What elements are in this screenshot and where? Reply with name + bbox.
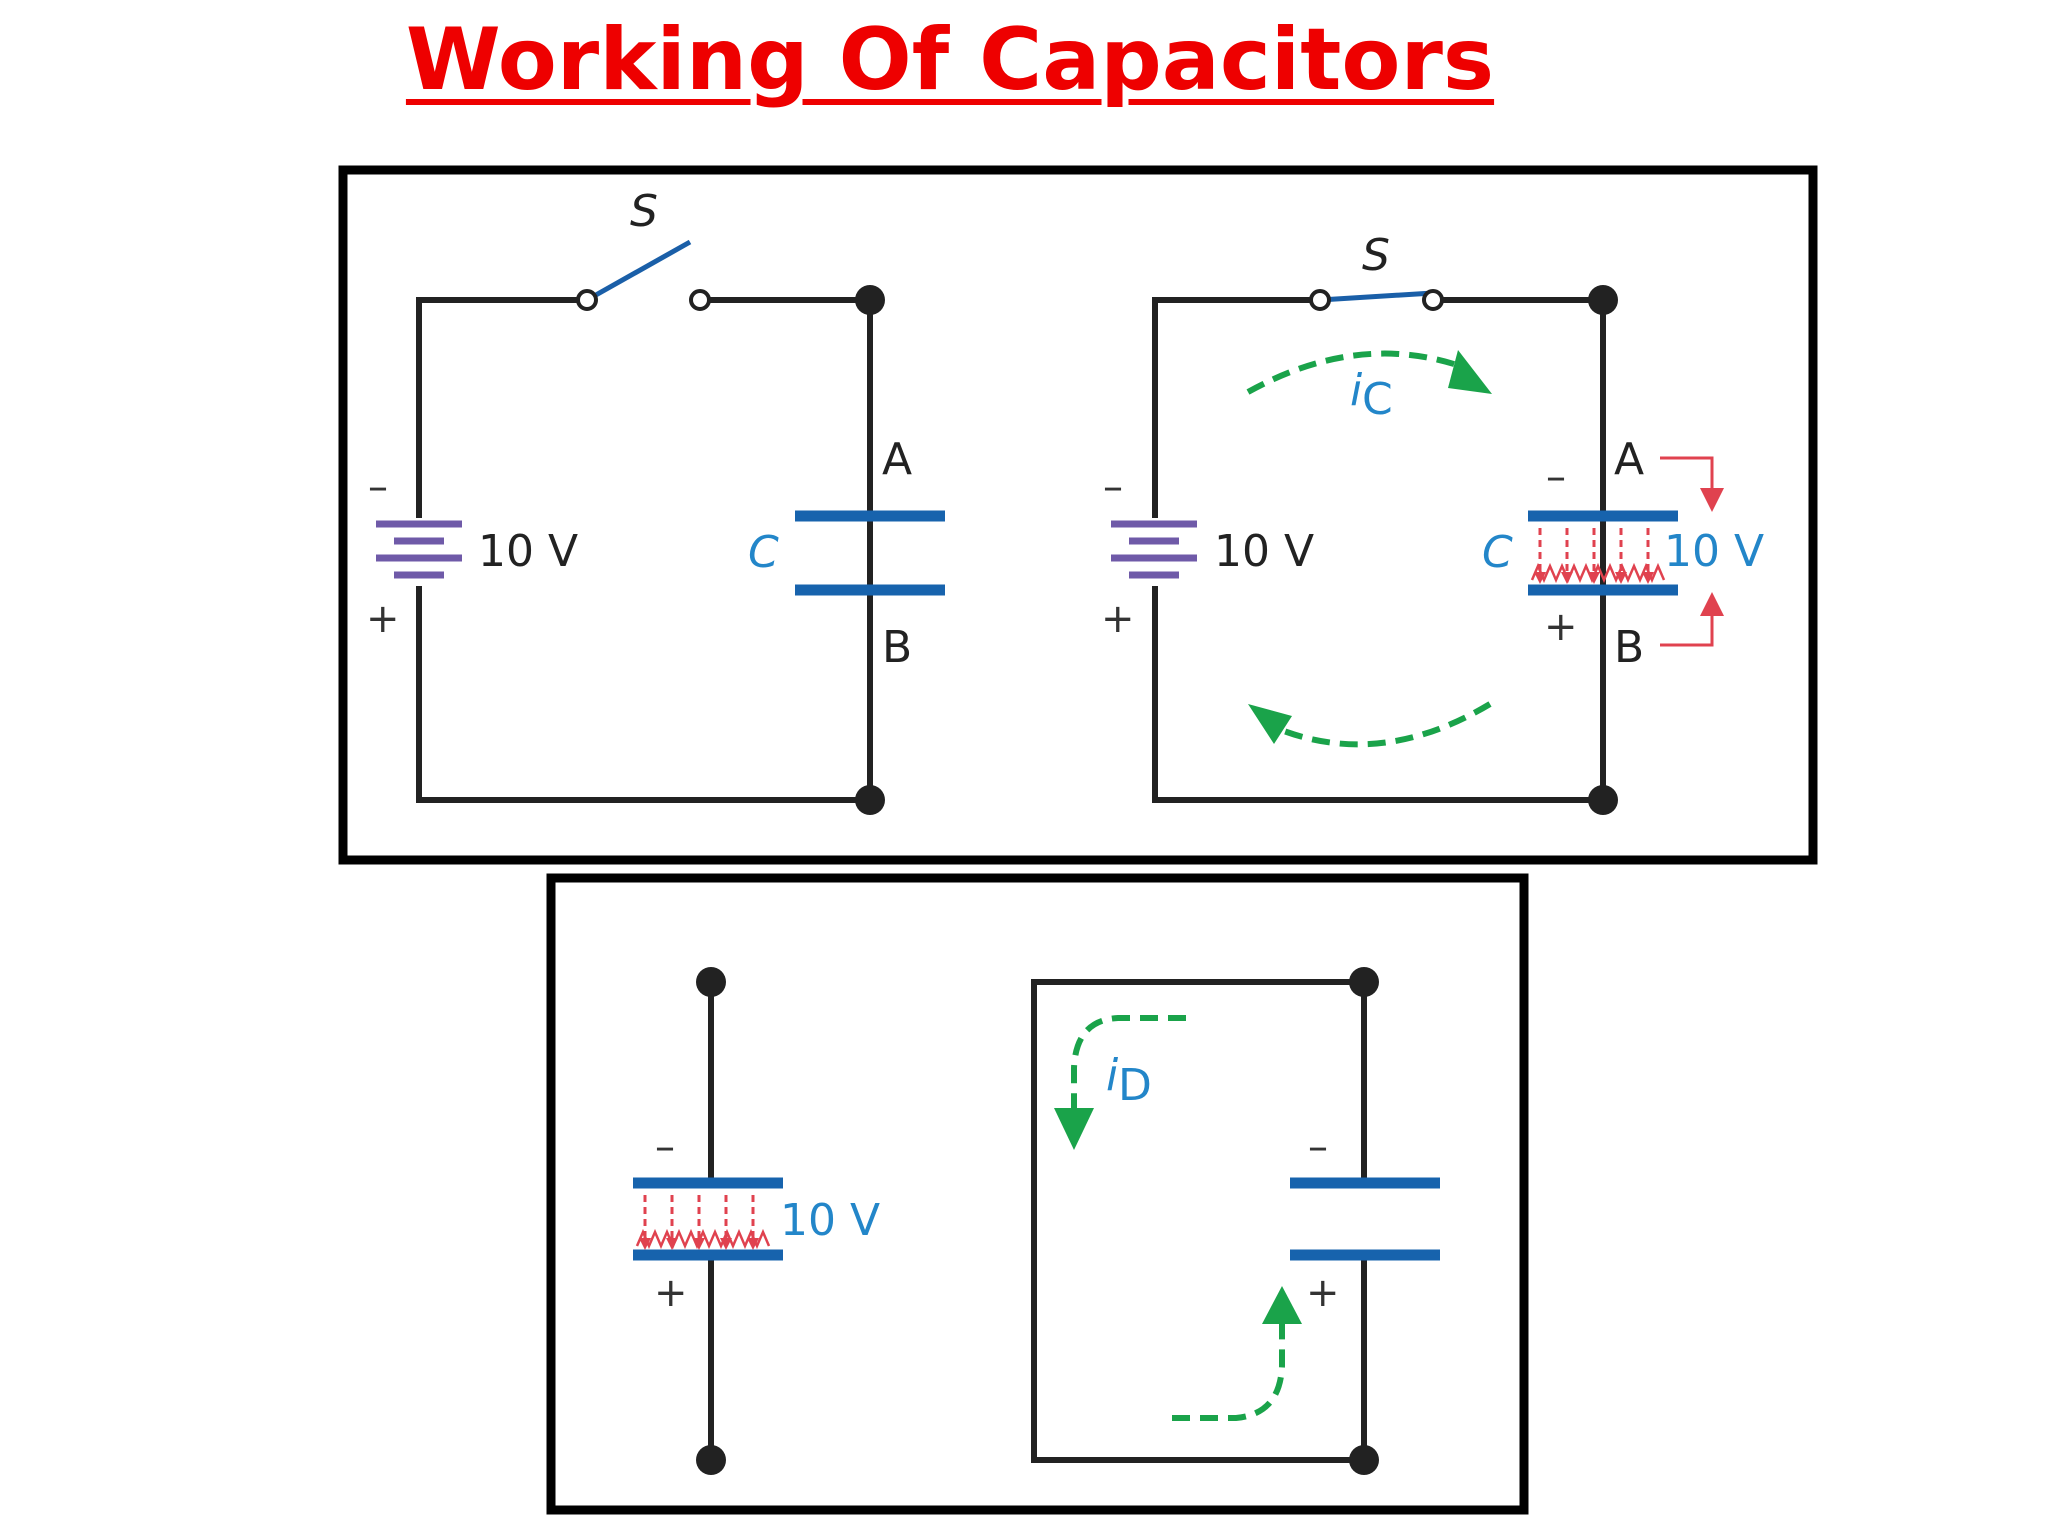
discharge-wire-loop	[1031, 979, 1364, 1463]
return-current-arrowhead	[1248, 704, 1292, 744]
terminal-b-label: B	[882, 622, 912, 673]
node-b	[1588, 785, 1618, 815]
plate-minus-sign: –	[1546, 454, 1566, 500]
electric-field-lines	[635, 1195, 771, 1250]
bottom-frame	[546, 873, 1529, 1515]
switch-lever-closed	[1319, 290, 1434, 303]
plate-plus-sign: +	[1306, 1270, 1340, 1316]
plate-minus-sign: –	[1308, 1124, 1328, 1170]
capacitor-label: C	[1482, 527, 1513, 578]
battery-plus-sign: +	[1101, 596, 1135, 642]
node-b	[855, 785, 885, 815]
switch-terminal	[576, 289, 598, 311]
node-bottom	[696, 1445, 726, 1475]
battery-voltage-label: 10 V	[1214, 526, 1314, 577]
capacitor-voltage-label: 10 V	[780, 1195, 880, 1246]
battery-plus-sign: +	[366, 596, 400, 642]
capacitor-label: C	[748, 527, 779, 578]
plate-plus-sign: +	[654, 1270, 688, 1316]
switch-terminal	[1309, 289, 1331, 311]
charging-current-arrow	[1246, 350, 1468, 395]
top-frame	[338, 165, 1818, 865]
circuit-wire	[416, 297, 873, 803]
discharge-current-symbol: i	[1106, 1050, 1119, 1101]
page-title: Working Of Capacitors	[405, 10, 1495, 110]
return-current-arrow	[1274, 701, 1492, 748]
node-top	[1349, 967, 1379, 997]
electric-field-lines	[1530, 528, 1666, 584]
panel-discharging: – + i D	[1031, 967, 1440, 1475]
panel-open-switch: S – + 10 V C A B	[366, 186, 945, 815]
panel-charged-isolated: – + 10 V	[633, 967, 880, 1475]
discharge-current-arrow	[1071, 1015, 1186, 1110]
discharge-return-arrow	[1172, 1322, 1285, 1421]
plate-minus-sign: –	[655, 1124, 675, 1170]
node-bottom	[1349, 1445, 1379, 1475]
circuit-wire	[1152, 297, 1606, 803]
terminal-a-label: A	[882, 434, 912, 485]
charging-current-subscript: C	[1362, 374, 1393, 425]
discharge-return-arrowhead	[1262, 1286, 1302, 1324]
node-a	[855, 285, 885, 315]
switch-terminal	[689, 289, 711, 311]
voltage-arrow-top	[1660, 456, 1724, 512]
node-top	[696, 967, 726, 997]
switch-lever-open	[585, 239, 692, 303]
battery-voltage-label: 10 V	[478, 526, 578, 577]
panel-charging: S – + 10 V C – + A B	[1101, 230, 1764, 815]
switch-label: S	[630, 186, 658, 237]
battery-minus-sign: –	[368, 464, 388, 510]
charging-current-symbol: i	[1350, 365, 1363, 416]
battery-minus-sign: –	[1103, 464, 1123, 510]
charging-current-arrowhead	[1448, 350, 1492, 394]
terminal-a-label: A	[1614, 434, 1644, 485]
switch-label: S	[1362, 230, 1390, 281]
switch-terminal	[1422, 289, 1444, 311]
plate-plus-sign: +	[1544, 604, 1578, 650]
node-a	[1588, 285, 1618, 315]
terminal-b-label: B	[1614, 622, 1644, 673]
voltage-arrow-bottom	[1660, 592, 1724, 647]
capacitor-voltage-label: 10 V	[1664, 526, 1764, 577]
discharge-current-arrowhead	[1054, 1108, 1094, 1150]
discharge-current-subscript: D	[1118, 1060, 1152, 1111]
